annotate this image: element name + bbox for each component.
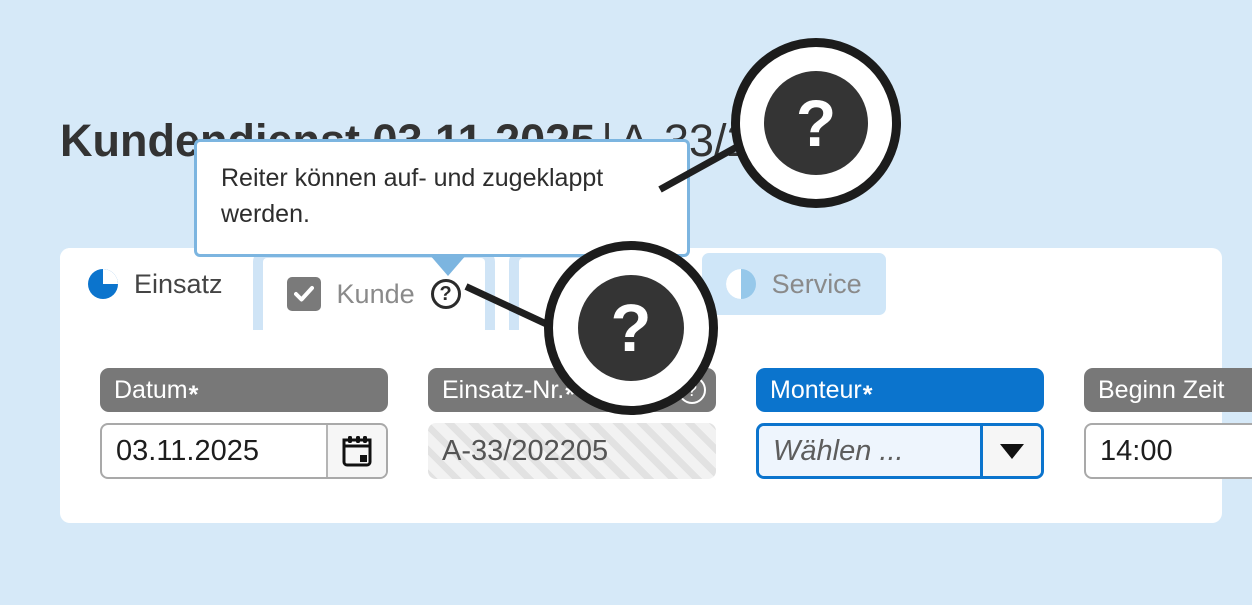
field-datum-value[interactable]: 03.11.2025 <box>116 434 259 467</box>
help-badge-tabs-glyph: ? <box>578 275 684 381</box>
tooltip-arrow-icon <box>429 254 467 276</box>
tooltip-reiter: Reiter können auf- und zugeklappt werden… <box>194 139 690 276</box>
field-monteur-control[interactable]: Wählen ... <box>756 423 1044 479</box>
help-badge-tabs[interactable]: ? <box>544 241 718 415</box>
form-row: Datum* 03.11.2025 Einsatz-Nr.* ? A-33/ <box>100 368 1252 479</box>
tabstrip: Einsatz Kunde ? en Service <box>60 248 891 330</box>
field-beginn-zeit-label: Beginn Zeit <box>1084 368 1252 412</box>
field-einsatz-nr-value: A-33/202205 <box>442 434 609 467</box>
help-badge-title-glyph: ? <box>764 71 868 175</box>
dropdown-caret-icon[interactable] <box>980 426 1041 476</box>
field-einsatz-nr-control: A-33/202205 <box>428 423 716 479</box>
field-monteur-value[interactable]: Wählen ... <box>759 426 980 476</box>
field-monteur-label: Monteur* <box>756 368 1044 412</box>
tab-service[interactable]: Service <box>696 248 891 320</box>
caret-shape <box>1000 443 1024 459</box>
field-beginn-zeit-control[interactable]: 14:00 <box>1084 423 1252 479</box>
pie-chart-icon <box>88 269 118 299</box>
tab-einsatz-label: Einsatz <box>134 268 223 299</box>
field-monteur-label-text: Monteur <box>770 375 862 404</box>
tooltip-text: Reiter können auf- und zugeklappt werden… <box>221 164 604 228</box>
field-datum: Datum* 03.11.2025 <box>100 368 388 479</box>
field-beginn-zeit-label-text: Beginn Zeit <box>1098 375 1225 404</box>
tab-kunde-label: Kunde <box>336 278 415 309</box>
calendar-icon[interactable] <box>326 425 386 477</box>
field-beginn-zeit-value[interactable]: 14:00 <box>1100 434 1173 467</box>
field-einsatz-nr-label-text: Einsatz-Nr. <box>442 375 565 404</box>
field-datum-control[interactable]: 03.11.2025 <box>100 423 388 479</box>
tab-einsatz[interactable]: Einsatz <box>60 248 253 320</box>
tab-service-label: Service <box>771 268 862 299</box>
field-datum-label-text: Datum <box>114 375 188 404</box>
field-beginn-zeit: Beginn Zeit 14:00 <box>1084 368 1252 479</box>
help-badge-title[interactable]: ? <box>731 38 901 208</box>
help-icon-kunde[interactable]: ? <box>430 279 461 309</box>
checkbox-icon[interactable] <box>286 277 321 311</box>
half-circle-icon <box>725 269 756 299</box>
field-einsatz-nr: Einsatz-Nr.* ? A-33/202205 <box>428 368 716 479</box>
field-monteur: Monteur* Wählen ... <box>756 368 1044 479</box>
field-datum-label: Datum* <box>100 368 388 412</box>
